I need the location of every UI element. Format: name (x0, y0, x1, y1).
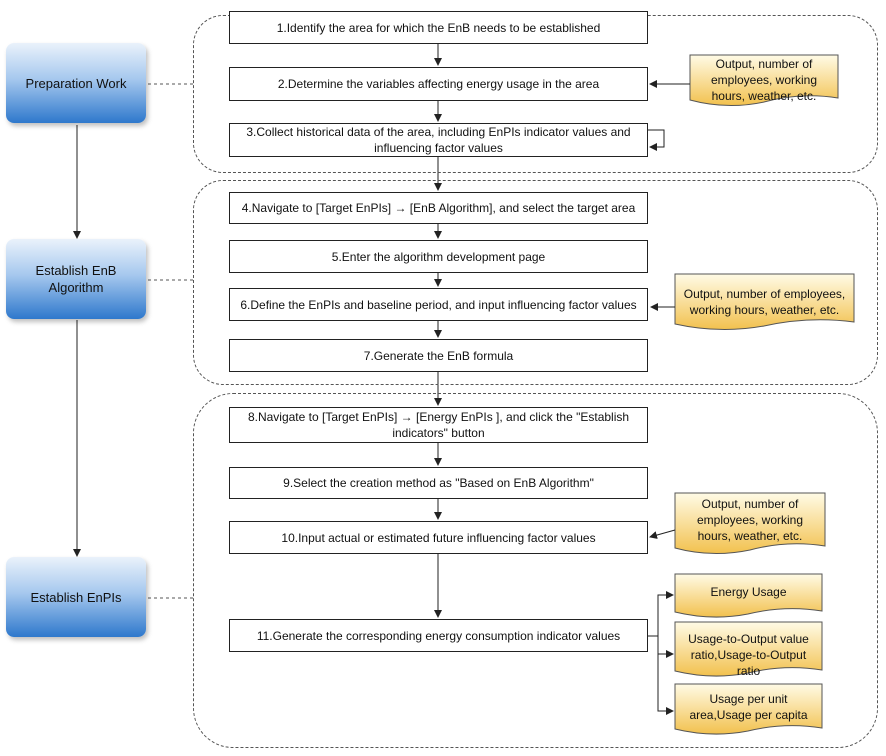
step-2: 2.Determine the variables affecting ener… (229, 67, 648, 101)
step-label: 1.Identify the area for which the EnB ne… (276, 20, 601, 35)
note-shape-4 (674, 573, 823, 618)
note-usage-per-unit: Usage per unit area,Usage per capita (675, 689, 822, 725)
step-6: 6.Define the EnPIs and baseline period, … (229, 288, 648, 321)
note-shape-6 (674, 683, 823, 735)
step-label: 3.Collect historical data of the area, i… (246, 125, 631, 155)
region-enpis (193, 393, 878, 748)
note-shapes (674, 54, 855, 735)
note-shape-1 (689, 54, 839, 107)
note-factors-2: Output, number of employees, working hou… (675, 284, 854, 320)
step-5: 5.Enter the algorithm development page (229, 240, 648, 273)
note-label: Usage-to-Output value ratio,Usage-to-Out… (688, 632, 809, 678)
step-label: 6.Define the EnPIs and baseline period, … (240, 297, 637, 312)
step-label: 2.Determine the variables affecting ener… (277, 77, 600, 91)
step-3: 3.Collect historical data of the area, i… (229, 123, 648, 157)
connectors (73, 44, 690, 715)
step-10: 10.Input actual or estimated future infl… (229, 521, 648, 554)
step-label: 9.Select the creation method as "Based o… (283, 476, 594, 490)
step-label: 8.Navigate to [Target EnPIs] → [Energy E… (247, 410, 630, 440)
note-label: Output, number of employees, working hou… (683, 287, 846, 317)
region-enb-algorithm (193, 180, 878, 385)
step-7: 7.Generate the EnB formula (229, 339, 648, 372)
phase-establish-enpis: Establish EnPIs (6, 557, 146, 637)
note-energy-usage: Energy Usage (675, 582, 822, 602)
step-label: 7.Generate the EnB formula (363, 348, 514, 363)
phase-establish-enb-algorithm: Establish EnB Algorithm (6, 239, 146, 319)
note-usage-to-output: Usage-to-Output value ratio,Usage-to-Out… (675, 629, 822, 681)
step-8: 8.Navigate to [Target EnPIs] → [Energy E… (229, 407, 648, 443)
note-label: Usage per unit area,Usage per capita (689, 692, 808, 722)
step-label: 4.Navigate to [Target EnPIs] → [EnB Algo… (241, 201, 636, 215)
phase-label: Establish EnB Algorithm (35, 263, 117, 295)
note-shape-5 (674, 621, 823, 677)
phase-label: Establish EnPIs (30, 589, 122, 605)
step-label: 5.Enter the algorithm development page (331, 249, 546, 264)
note-label: Output, number of employees, working hou… (696, 497, 804, 543)
note-shape-2 (674, 273, 855, 331)
note-factors-3: Output, number of employees, working hou… (675, 494, 825, 546)
note-label: Output, number of employees, working hou… (710, 57, 818, 103)
phase-leaders (148, 83, 194, 599)
step-9: 9.Select the creation method as "Based o… (229, 467, 648, 499)
step-11: 11.Generate the corresponding energy con… (229, 619, 648, 652)
step-label: 11.Generate the corresponding energy con… (256, 628, 621, 643)
phase-label: Preparation Work (25, 75, 127, 91)
note-shape-3 (674, 492, 826, 555)
step-1: 1.Identify the area for which the EnB ne… (229, 11, 648, 44)
step-4: 4.Navigate to [Target EnPIs] → [EnB Algo… (229, 192, 648, 224)
step-label: 10.Input actual or estimated future infl… (281, 530, 596, 545)
phase-preparation-work: Preparation Work (6, 43, 146, 123)
note-factors-1: Output, number of employees, working hou… (690, 54, 838, 106)
note-label: Energy Usage (710, 585, 787, 599)
